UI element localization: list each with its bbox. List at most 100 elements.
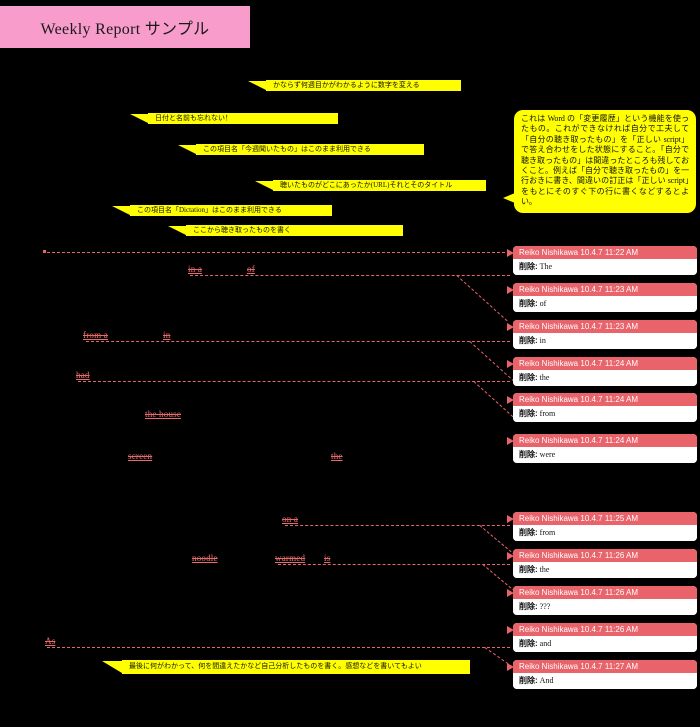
callout-tail bbox=[102, 661, 122, 673]
comment-timestamp: 10.4.7 11:23 AM bbox=[580, 285, 639, 294]
comment-value: the bbox=[539, 565, 550, 574]
comment-body: 削除: ??? bbox=[513, 599, 697, 615]
callout-tail bbox=[178, 145, 196, 154]
comment-body: 削除: and bbox=[513, 636, 697, 652]
callout-tail bbox=[255, 181, 273, 190]
comment-body: 削除: the bbox=[513, 370, 697, 386]
comment-author: Reiko Nishikawa bbox=[519, 359, 579, 368]
comment-pointer bbox=[507, 286, 514, 294]
comment-author: Reiko Nishikawa bbox=[519, 514, 579, 523]
callout-text: 聴いたものがどこにあったか(URL)それとそのタイトル bbox=[280, 181, 453, 189]
comment-action-label: 削除: bbox=[519, 409, 538, 418]
revision-word[interactable]: in a bbox=[188, 264, 203, 274]
revision-word[interactable]: warmed bbox=[275, 553, 306, 563]
comment-author: Reiko Nishikawa bbox=[519, 248, 579, 257]
comment-author: Reiko Nishikawa bbox=[519, 285, 579, 294]
revision-word[interactable]: the bbox=[331, 451, 343, 461]
comment-balloon[interactable]: Reiko Nishikawa 10.4.7 11:25 AM 削除: from bbox=[513, 512, 697, 541]
comment-value: ??? bbox=[539, 602, 551, 611]
comment-header: Reiko Nishikawa 10.4.7 11:24 AM bbox=[513, 357, 697, 370]
comment-author: Reiko Nishikawa bbox=[519, 395, 579, 404]
comment-balloon[interactable]: Reiko Nishikawa 10.4.7 11:22 AM 削除: The bbox=[513, 246, 697, 275]
comment-header: Reiko Nishikawa 10.4.7 11:27 AM bbox=[513, 660, 697, 673]
comment-pointer bbox=[507, 396, 514, 404]
comment-author: Reiko Nishikawa bbox=[519, 551, 579, 560]
comment-balloon[interactable]: Reiko Nishikawa 10.4.7 11:23 AM 削除: in bbox=[513, 320, 697, 349]
comment-timestamp: 10.4.7 11:22 AM bbox=[580, 248, 639, 257]
revision-word[interactable]: on a bbox=[282, 514, 299, 524]
comment-balloon[interactable]: Reiko Nishikawa 10.4.7 11:26 AM 削除: ??? bbox=[513, 586, 697, 615]
revision-anchor-marker bbox=[43, 250, 46, 253]
comment-timestamp: 10.4.7 11:25 AM bbox=[580, 514, 639, 523]
revision-word[interactable]: of bbox=[247, 264, 255, 274]
comment-leader-line bbox=[479, 525, 516, 556]
comment-value: the bbox=[539, 373, 550, 382]
comment-balloon[interactable]: Reiko Nishikawa 10.4.7 11:27 AM 削除: And bbox=[513, 660, 697, 689]
track-changes-note-text: これは Word の「変更履歴」という機能を使ったもの。これができなければ自分で… bbox=[521, 114, 689, 207]
comment-balloon[interactable]: Reiko Nishikawa 10.4.7 11:24 AM 削除: were bbox=[513, 434, 697, 463]
comment-header: Reiko Nishikawa 10.4.7 11:26 AM bbox=[513, 623, 697, 636]
comment-leader-line bbox=[78, 381, 510, 382]
callout-week-number: かならず何週目かがわかるように数字を変える bbox=[248, 80, 461, 91]
comment-action-label: 削除: bbox=[519, 299, 538, 308]
comment-pointer bbox=[507, 663, 514, 671]
comment-action-label: 削除: bbox=[519, 565, 538, 574]
comment-action-label: 削除: bbox=[519, 336, 538, 345]
comment-balloon[interactable]: Reiko Nishikawa 10.4.7 11:26 AM 削除: the bbox=[513, 549, 697, 578]
comment-body: 削除: from bbox=[513, 406, 697, 422]
comment-leader-line bbox=[285, 525, 510, 526]
comment-pointer bbox=[507, 437, 514, 445]
comment-body: 削除: of bbox=[513, 296, 697, 312]
callout-text: この項目名「今週聞いたもの」はこのまま利用できる bbox=[203, 145, 371, 153]
comment-pointer bbox=[507, 360, 514, 368]
comment-timestamp: 10.4.7 11:27 AM bbox=[580, 662, 639, 671]
revision-word[interactable]: is bbox=[324, 553, 331, 563]
callout-tail bbox=[168, 226, 186, 235]
revision-word[interactable]: from a bbox=[83, 330, 108, 340]
comment-balloon[interactable]: Reiko Nishikawa 10.4.7 11:23 AM 削除: of bbox=[513, 283, 697, 312]
comment-header: Reiko Nishikawa 10.4.7 11:24 AM bbox=[513, 393, 697, 406]
comment-leader-line bbox=[278, 564, 510, 565]
revision-word[interactable]: had bbox=[76, 370, 90, 380]
comment-value: from bbox=[539, 528, 556, 537]
comment-action-label: 削除: bbox=[519, 602, 538, 611]
comment-header: Reiko Nishikawa 10.4.7 11:26 AM bbox=[513, 586, 697, 599]
comment-author: Reiko Nishikawa bbox=[519, 662, 579, 671]
revision-word[interactable]: As bbox=[45, 636, 56, 646]
callout-item-name-listened: この項目名「今週聞いたもの」はこのまま利用できる bbox=[178, 144, 424, 155]
revision-word[interactable]: screen bbox=[128, 451, 153, 461]
comment-author: Reiko Nishikawa bbox=[519, 588, 579, 597]
comment-action-label: 削除: bbox=[519, 262, 538, 271]
callout-text: 最後に何がわかって、何を間違えたかなど自己分析したものを書く。感想などを書いても… bbox=[129, 662, 422, 670]
comment-leader-line bbox=[86, 341, 510, 342]
comment-pointer bbox=[507, 323, 514, 331]
callout-tail bbox=[130, 114, 148, 123]
comment-header: Reiko Nishikawa 10.4.7 11:23 AM bbox=[513, 320, 697, 333]
comment-balloon[interactable]: Reiko Nishikawa 10.4.7 11:24 AM 削除: the bbox=[513, 357, 697, 386]
revision-word[interactable]: in bbox=[163, 330, 171, 340]
comment-leader-line bbox=[47, 252, 510, 253]
callout-tail bbox=[112, 206, 130, 215]
comment-action-label: 削除: bbox=[519, 528, 538, 537]
comment-balloon[interactable]: Reiko Nishikawa 10.4.7 11:24 AM 削除: from bbox=[513, 393, 697, 422]
comment-body: 削除: And bbox=[513, 673, 697, 689]
revision-word[interactable]: noodle bbox=[192, 553, 218, 563]
comment-body: 削除: the bbox=[513, 562, 697, 578]
comment-timestamp: 10.4.7 11:26 AM bbox=[580, 551, 639, 560]
comment-value: The bbox=[539, 262, 553, 271]
comment-value: of bbox=[539, 299, 547, 308]
comment-timestamp: 10.4.7 11:24 AM bbox=[580, 436, 639, 445]
comment-header: Reiko Nishikawa 10.4.7 11:26 AM bbox=[513, 549, 697, 562]
comment-action-label: 削除: bbox=[519, 639, 538, 648]
comment-value: in bbox=[539, 336, 546, 345]
comment-pointer bbox=[507, 626, 514, 634]
callout-text: ここから聴き取ったものを書く bbox=[193, 226, 291, 234]
comment-balloon[interactable]: Reiko Nishikawa 10.4.7 11:26 AM 削除: and bbox=[513, 623, 697, 652]
revision-word[interactable]: the house bbox=[145, 409, 182, 419]
comment-pointer bbox=[507, 515, 514, 523]
callout-text: この項目名「Dictation」はこのまま利用できる bbox=[137, 206, 282, 214]
page-title: Weekly Report サンプル bbox=[40, 21, 210, 38]
comment-body: 削除: were bbox=[513, 447, 697, 463]
comment-pointer bbox=[507, 589, 514, 597]
callout-date-name: 日付と名前も忘れない！ bbox=[130, 113, 338, 124]
